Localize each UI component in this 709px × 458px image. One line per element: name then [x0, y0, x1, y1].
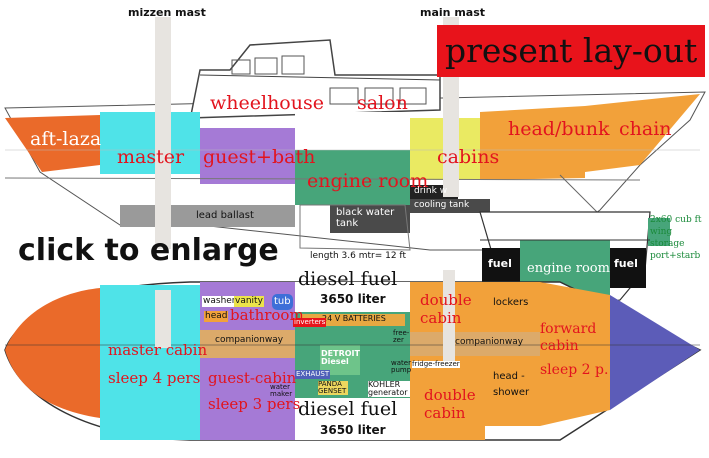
click-to-enlarge-link[interactable]: click to enlarge: [18, 233, 279, 268]
keel: [299, 204, 411, 251]
plan-zone-lockers: [475, 282, 540, 332]
label-panda: PANDA GENSET: [318, 380, 348, 395]
label-water-maker: water maker: [270, 383, 293, 398]
label-master: master: [117, 146, 185, 168]
page-title: present lay-out: [445, 31, 698, 70]
label-lockers: lockers: [493, 297, 529, 308]
storage-note-line-2: wing storage: [650, 227, 685, 249]
label-diesel-bottom-liters: 3650 liter: [320, 423, 386, 437]
plan-companionway-aft: [200, 330, 295, 358]
plan-zone-double-bottom: [410, 356, 485, 440]
label-water-pump: water pump: [391, 359, 412, 374]
label-section-fuel-left: fuel: [488, 257, 512, 270]
label-chain: chain: [619, 118, 672, 140]
plan-zone-aft: [5, 288, 100, 418]
label-fridge-freezer: fridge-freezer: [412, 360, 460, 368]
plan-zone-head-shower: [485, 356, 540, 426]
label-drink-water: drink w: [414, 186, 448, 196]
zone-aft-laza: [5, 115, 100, 172]
label-vanity: vanity: [234, 296, 264, 307]
label-forward-cabin: forward cabin: [540, 321, 597, 354]
zone-salon-floor: [295, 112, 410, 150]
label-sleep-3: sleep 3 pers: [208, 395, 301, 413]
main-mast-post-lower: [443, 270, 455, 362]
zone-engine-room: [295, 150, 410, 205]
storage-note-line-3: port+starb: [650, 251, 701, 261]
zone-master: [100, 112, 200, 174]
label-detroit: DETROIT Diesel: [321, 349, 360, 366]
zone-black-water: [330, 205, 410, 233]
label-diesel-top-liters: 3650 liter: [320, 292, 386, 306]
label-companionway-aft: companionway: [215, 335, 284, 345]
plan-companionway-fwd: [410, 332, 540, 356]
label-head-bunk: head/bunk: [508, 118, 610, 140]
plan-zone-bow: [610, 295, 700, 410]
label-master-cabin: master cabin: [108, 341, 208, 359]
label-section-engine-room: engine room: [527, 261, 610, 276]
plan-zone-double-top: [410, 282, 475, 332]
mizzen-mast-label: mizzen mast: [128, 6, 206, 19]
label-exhaust: EXHAUST: [295, 370, 331, 379]
label-wheelhouse: wheelhouse: [210, 92, 324, 114]
section-fuel-right: [610, 248, 646, 288]
label-diesel-top: diesel fuel: [298, 268, 398, 290]
label-double-cabin-top: double cabin: [420, 291, 472, 327]
storage-note: 2x60 cub ft wing storage port+starb: [650, 214, 709, 262]
label-tub: tub: [272, 294, 293, 310]
label-double-cabin-bottom: double cabin: [424, 386, 476, 422]
label-head-bath: head: [204, 311, 229, 322]
plan-diesel-bottom: [295, 398, 410, 440]
zone-guest-bath: [200, 128, 295, 184]
title-banner: present lay-out: [437, 25, 705, 77]
plan-zone-guest-cabin: [200, 358, 295, 440]
plan-diesel-top: [295, 282, 410, 312]
mizzen-mast-post: [155, 17, 171, 249]
zone-head-bunk: [480, 106, 585, 180]
label-length: length 3.6 mtr= 12 ft: [310, 251, 406, 261]
label-guest-cabin: guest-cabin: [208, 369, 297, 387]
label-lead-ballast: lead ballast: [196, 210, 254, 221]
label-freezer: free- zer: [393, 329, 410, 344]
plan-zone-forward-cabin: [540, 282, 610, 426]
label-kohler: KOHLER generator: [368, 381, 410, 397]
label-sleep-2: sleep 2 p.: [540, 362, 609, 378]
label-cabins: cabins: [437, 146, 500, 168]
label-section-fuel-right: fuel: [614, 257, 638, 270]
label-aft-laza: aft-laza: [30, 128, 102, 150]
label-bathroom: bathroom: [230, 306, 304, 324]
label-inverters: inverters: [293, 318, 327, 327]
label-cooling-tank: cooling tank: [414, 200, 470, 210]
section-wing-storage: [648, 218, 670, 246]
label-black-water: black water tank: [336, 207, 395, 229]
label-head-shower: head -shower: [493, 371, 530, 398]
label-batteries: 24 V BATTERIES: [322, 314, 386, 323]
main-mast-label: main mast: [420, 6, 486, 19]
plan-zone-master-cabin: [100, 285, 200, 440]
label-washer: washer: [202, 296, 237, 307]
label-sleep-4: sleep 4 pers: [108, 369, 201, 387]
zone-cooling-tank: [410, 199, 490, 213]
label-companionway-fwd: companionway: [455, 337, 524, 347]
storage-note-line-1: 2x60 cub ft: [650, 215, 702, 225]
mizzen-mast-post-lower: [155, 290, 171, 348]
label-guest-bath: guest+bath: [203, 146, 316, 168]
zone-chain: [585, 94, 700, 172]
label-salon: salon: [357, 92, 408, 114]
label-engine-room-profile: engine room: [307, 170, 429, 192]
label-diesel-bottom: diesel fuel: [298, 398, 398, 420]
